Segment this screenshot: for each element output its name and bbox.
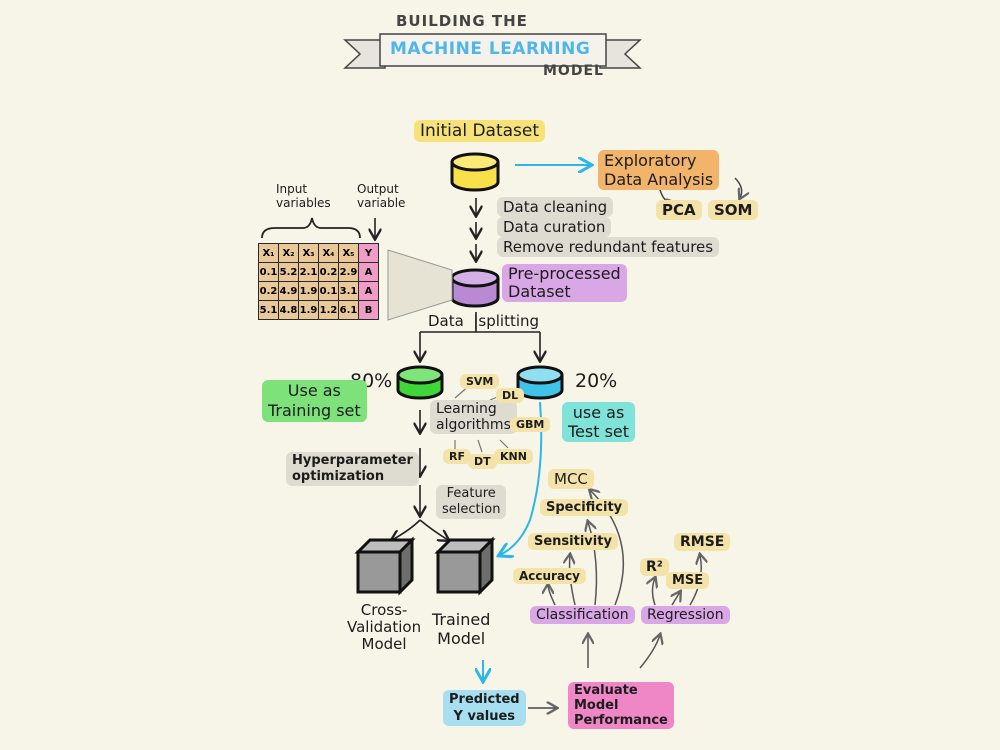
table-header: X₅: [338, 243, 359, 263]
algo-knn: KNN: [494, 449, 533, 464]
initial-dataset-label: Initial Dataset: [414, 120, 546, 142]
algo-svm: SVM: [460, 374, 500, 389]
learning-algorithms-label: Learning algorithms: [430, 400, 517, 434]
table-row: 0.2 4.9 1.9 0.1 3.1 A: [258, 281, 379, 301]
table-header: X₁: [258, 243, 279, 263]
data-splitting-label: Data |splitting: [428, 312, 540, 330]
test-percent: 20%: [575, 370, 618, 392]
test-set-label: use as Test set: [562, 402, 636, 442]
table-header-output: Y: [358, 243, 379, 263]
table-cell: 0.2: [318, 262, 339, 282]
table-cell-output: A: [358, 262, 379, 282]
table-cell: 1.2: [318, 300, 339, 320]
title-line1: BUILDING THE: [396, 12, 528, 30]
regression-label: Regression: [641, 606, 730, 624]
metric-rmse: RMSE: [674, 533, 731, 551]
trained-model-label: Trained Model: [432, 610, 491, 648]
table-cell: 2.1: [298, 262, 319, 282]
metric-sensitivity: Sensitivity: [528, 533, 618, 550]
metric-r2: R²: [640, 558, 669, 576]
table-cell-output: B: [358, 300, 379, 320]
title-line3: MODEL: [543, 63, 604, 79]
som-label: SOM: [708, 200, 759, 220]
cross-validation-cube: [354, 536, 416, 596]
title-ribbon: [343, 33, 642, 69]
feature-selection-label: Feature selection: [436, 485, 507, 519]
pca-label: PCA: [656, 200, 702, 220]
title-banner: MACHINE LEARNING: [390, 39, 591, 59]
step-cleaning: Data cleaning: [497, 197, 614, 217]
algo-gbm: GBM: [510, 417, 551, 432]
test-cylinder: [516, 365, 564, 400]
table-cell: 5.2: [278, 262, 299, 282]
metric-specificity: Specificity: [540, 499, 629, 516]
table-row: 5.1 4.8 1.9 1.2 6.1 B: [258, 300, 379, 320]
initial-dataset-cylinder: [450, 152, 500, 192]
output-variable-label: Output variable: [357, 182, 406, 210]
evaluate-label: Evaluate Model Performance: [568, 682, 674, 729]
training-cylinder: [396, 365, 444, 400]
table-cell-output: A: [358, 281, 379, 301]
trained-model-cube: [434, 536, 496, 596]
classification-label: Classification: [530, 606, 635, 624]
table-header: X₂: [278, 243, 299, 263]
dataset-table: X₁ X₂ X₃ X₄ X₅ Y 0.1 5.2 2.1 0.2 2.9 A 0…: [258, 243, 379, 320]
algo-dl: DL: [496, 388, 525, 403]
table-cell: 1.9: [298, 300, 319, 320]
cv-model-label: Cross- Validation Model: [347, 601, 422, 653]
table-header: X₄: [318, 243, 339, 263]
table-cell: 0.2: [258, 281, 279, 301]
hyperparameter-label: Hyperparameter optimization: [286, 452, 419, 486]
table-cell: 6.1: [338, 300, 359, 320]
step-curation: Data curation: [497, 217, 612, 237]
eda-label: Exploratory Data Analysis: [598, 150, 720, 190]
table-cell: 5.1: [258, 300, 279, 320]
metric-mse: MSE: [666, 572, 710, 589]
table-cell: 1.9: [298, 281, 319, 301]
input-variables-label: Input variables: [276, 182, 331, 210]
table-cell: 0.1: [258, 262, 279, 282]
metric-mcc: MCC: [548, 469, 594, 489]
table-row: 0.1 5.2 2.1 0.2 2.9 A: [258, 262, 379, 282]
step-remove: Remove redundant features: [497, 237, 720, 257]
training-set-label: Use as Training set: [262, 380, 367, 422]
table-header: X₃: [298, 243, 319, 263]
table-header-row: X₁ X₂ X₃ X₄ X₅ Y: [258, 243, 379, 263]
table-cell: 2.9: [338, 262, 359, 282]
preprocessed-cylinder: [450, 268, 500, 308]
table-cell: 0.1: [318, 281, 339, 301]
table-cell: 4.9: [278, 281, 299, 301]
table-cell: 4.8: [278, 300, 299, 320]
predicted-y-label: Predicted Y values: [443, 690, 526, 726]
algo-rf: RF: [443, 449, 471, 464]
metric-accuracy: Accuracy: [513, 568, 587, 584]
table-cell: 3.1: [338, 281, 359, 301]
preprocessed-label: Pre-processed Dataset: [502, 264, 627, 302]
algo-dt: DT: [468, 454, 497, 469]
